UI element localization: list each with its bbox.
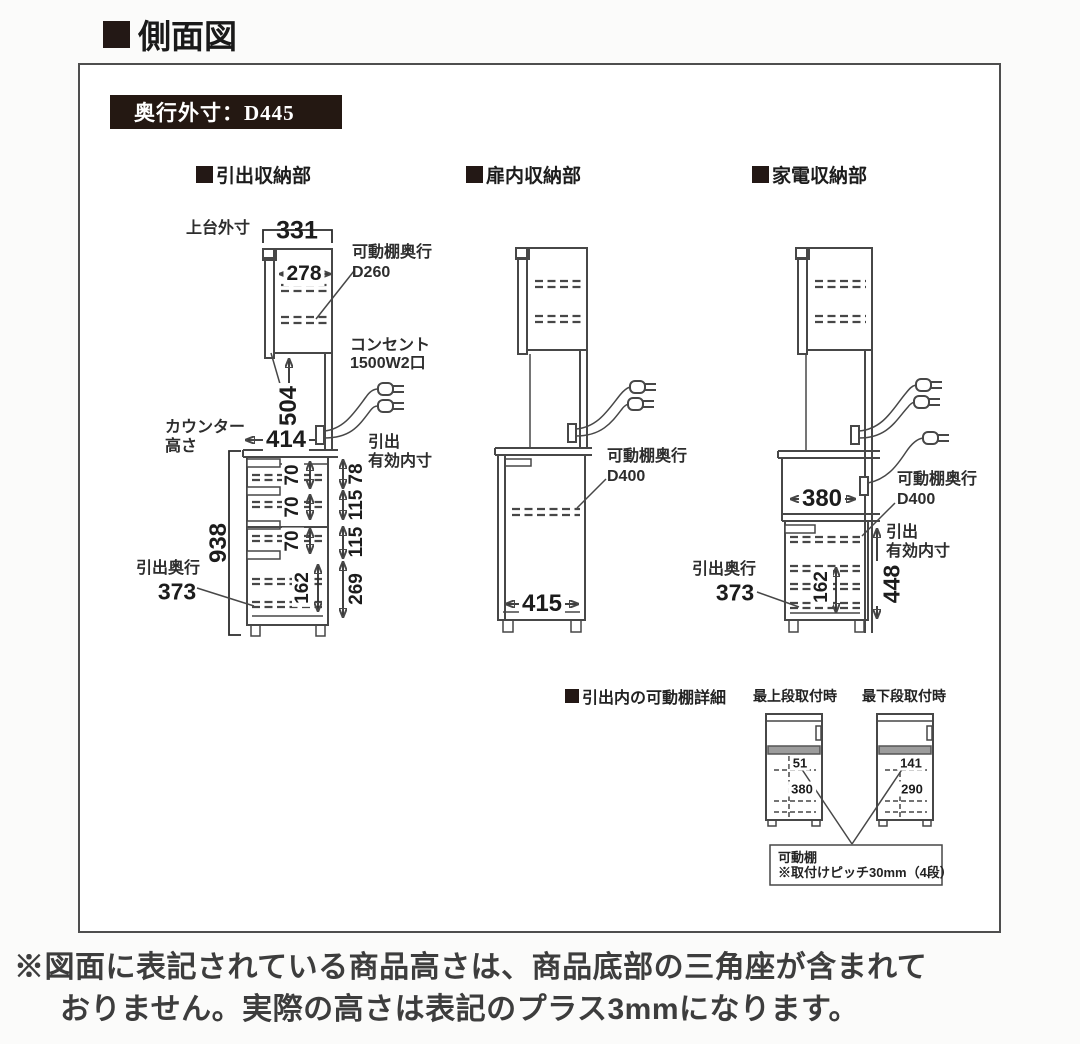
outlet bbox=[859, 476, 869, 496]
dim-70-a: 70 bbox=[282, 461, 304, 489]
appliance-unit-drawing bbox=[756, 247, 949, 633]
dim-415: 415 bbox=[518, 590, 566, 618]
drawer-inner-label-1: 引出 bbox=[886, 524, 919, 541]
shelf-note-line1: 可動棚 bbox=[778, 850, 818, 865]
top-mount-label: 最上段取付時 bbox=[753, 688, 837, 704]
counter-height-label-1: カウンター bbox=[165, 419, 246, 436]
section-header-appliance-text: 家電収納部 bbox=[772, 166, 868, 187]
door-unit-drawing bbox=[494, 247, 656, 633]
movable-shelf-bar bbox=[767, 745, 821, 755]
section-header-appliance: 家電収納部 bbox=[752, 161, 867, 188]
dim-380: 380 bbox=[798, 485, 846, 513]
detail-header: 引出内の可動棚詳細 bbox=[565, 684, 726, 708]
dim-141: 141 bbox=[897, 755, 925, 771]
power-plug-icon bbox=[575, 380, 656, 437]
drawer-unit-drawing bbox=[196, 229, 404, 637]
movable-shelf-bar bbox=[878, 745, 932, 755]
dim-115-b: 115 bbox=[346, 526, 367, 558]
outlet bbox=[567, 423, 577, 443]
section-header-drawer: 引出収納部 bbox=[196, 161, 311, 188]
outlet bbox=[315, 425, 325, 445]
dim-373-right: 373 bbox=[715, 579, 755, 606]
dim-290: 290 bbox=[898, 781, 926, 797]
section-bullet-icon bbox=[196, 166, 213, 183]
power-plug-icon bbox=[867, 431, 949, 484]
dim-70-c: 70 bbox=[282, 527, 304, 555]
shelf-depth-value: D260 bbox=[352, 264, 391, 281]
section-bullet-icon bbox=[466, 166, 483, 183]
section-bullet-icon bbox=[565, 689, 579, 703]
footer-note-line1: ※図面に表記されている商品高さは、商品底部の三角座が含まれて bbox=[14, 951, 928, 984]
shelf-note-line2: ※取付けピッチ30mm（4段） bbox=[778, 865, 953, 880]
dim-162-right: 162 bbox=[811, 568, 833, 606]
dim-331: 331 bbox=[276, 216, 318, 245]
dim-278: 278 bbox=[283, 262, 325, 286]
dim-162-left: 162 bbox=[292, 569, 314, 607]
dim-373-left: 373 bbox=[157, 578, 197, 605]
page-title: 側面図 bbox=[103, 10, 237, 58]
dim-115-a: 115 bbox=[346, 489, 367, 521]
page-title-text: 側面図 bbox=[138, 20, 237, 56]
shelf-note-box bbox=[769, 844, 943, 886]
shelf-depth-value: D400 bbox=[897, 491, 936, 508]
power-plug-icon bbox=[858, 378, 942, 439]
section-bullet-icon bbox=[752, 166, 769, 183]
depth-dimension-text: 奥行外寸：D445 bbox=[134, 101, 295, 125]
drawer-inner-label-2: 有効内寸 bbox=[886, 543, 951, 560]
drawer-depth-label-left: 引出奥行 bbox=[136, 560, 201, 577]
drawer-inner-label-1: 引出 bbox=[368, 434, 401, 451]
power-plug-icon bbox=[323, 382, 404, 439]
dim-51: 51 bbox=[789, 755, 811, 771]
dim-448: 448 bbox=[878, 564, 905, 604]
shelf-depth-value: D400 bbox=[607, 468, 646, 485]
shelf-detail-drawing bbox=[765, 713, 943, 886]
outlet bbox=[850, 425, 860, 445]
detail-header-text: 引出内の可動棚詳細 bbox=[582, 690, 727, 707]
shelf-depth-label: 可動棚奥行 bbox=[897, 471, 978, 488]
drawer-inner-label-2: 有効内寸 bbox=[368, 453, 433, 470]
section-header-door-text: 扉内収納部 bbox=[486, 166, 582, 187]
drawer-depth-label-right: 引出奥行 bbox=[692, 561, 757, 578]
depth-dimension-badge: 奥行外寸：D445 bbox=[110, 95, 342, 129]
bottom-mount-label: 最下段取付時 bbox=[862, 688, 946, 704]
section-header-drawer-text: 引出収納部 bbox=[216, 166, 312, 187]
dim-938: 938 bbox=[205, 522, 232, 564]
outlet-label: コンセント bbox=[350, 337, 431, 354]
dim-414: 414 bbox=[262, 426, 310, 454]
title-bullet-icon bbox=[103, 20, 130, 48]
shelf-depth-label: 可動棚奥行 bbox=[607, 448, 688, 465]
shelf-depth-label: 可動棚奥行 bbox=[352, 244, 433, 261]
upper-outer-label: 上台外寸 bbox=[186, 220, 251, 237]
section-header-door: 扉内収納部 bbox=[466, 161, 581, 188]
footer-note-line2: おりません。実際の高さは表記のプラス3mmになります。 bbox=[60, 993, 860, 1026]
counter-height-label-2: 高さ bbox=[165, 438, 198, 455]
dim-380-mini: 380 bbox=[788, 781, 816, 797]
outlet-spec: 1500W2口 bbox=[350, 355, 426, 372]
dim-78: 78 bbox=[346, 463, 367, 485]
dim-504: 504 bbox=[275, 382, 303, 430]
dim-70-b: 70 bbox=[282, 493, 304, 521]
dim-269: 269 bbox=[346, 573, 367, 605]
